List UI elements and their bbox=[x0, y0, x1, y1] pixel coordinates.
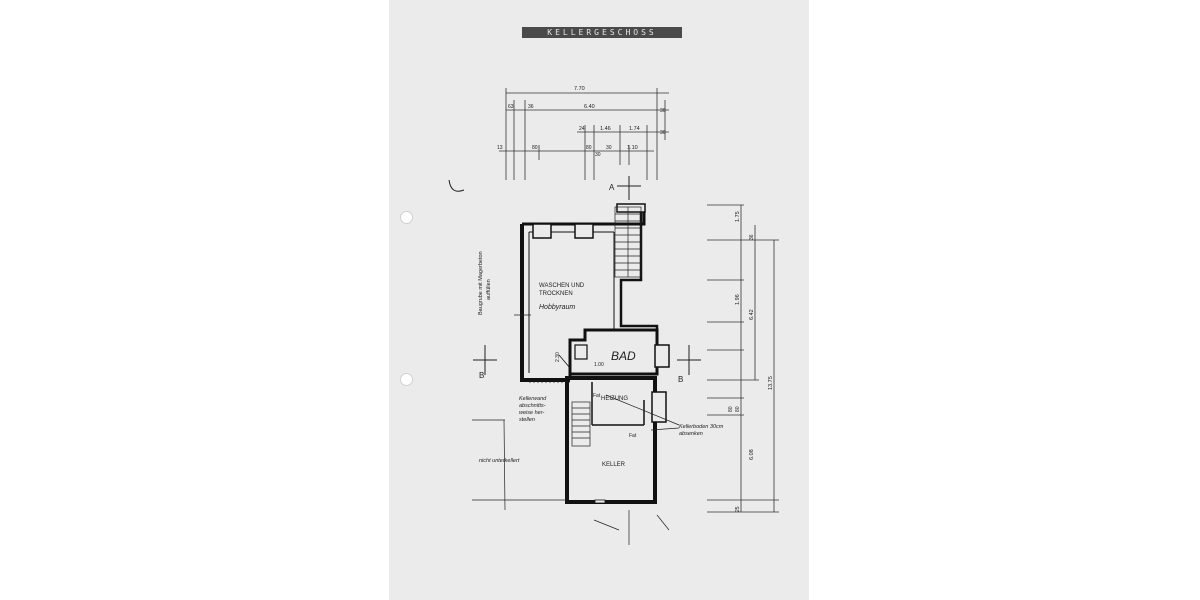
dim-top-30c: 30 bbox=[606, 145, 612, 151]
note-kellerboden-2: absenken bbox=[679, 431, 703, 437]
lower-stair bbox=[571, 401, 591, 447]
floor-plan-drawing: WASCHEN UND TROCKNEN Hobbyraum BAD HEIZU… bbox=[448, 86, 779, 545]
right-dimension-lines bbox=[707, 204, 779, 513]
note-kellerwand-4: stellen bbox=[519, 417, 535, 423]
dim-top-36: 36 bbox=[528, 104, 534, 110]
dim-top-30d: 30 bbox=[595, 152, 601, 158]
note-baugrube-1: Baugrube mit Magerbeton bbox=[478, 251, 484, 315]
dim-right-13-75: 13.75 bbox=[768, 376, 774, 390]
top-dimension-lines bbox=[499, 88, 669, 180]
dim-right-1-75: 1.75 bbox=[735, 211, 741, 222]
dim-inner-2-30: 2.30 bbox=[555, 352, 561, 362]
section-marks bbox=[448, 176, 701, 375]
room-label-waschen: WASCHEN UND bbox=[539, 283, 585, 289]
dim-top-80b: 80 bbox=[586, 145, 592, 151]
dim-right-1-96: 1.96 bbox=[735, 294, 741, 305]
dim-top-80a: 80 bbox=[532, 145, 538, 151]
room-label-heizung: HEIZUNG bbox=[601, 396, 628, 402]
page-title: KELLERGESCHOSS bbox=[547, 28, 657, 37]
note-kellerboden-1: Kellerboden 30cm bbox=[679, 424, 724, 430]
dim-right-6-42: 6.42 bbox=[749, 309, 755, 320]
punch-hole-bottom bbox=[400, 373, 413, 386]
section-a-label: A bbox=[609, 183, 615, 192]
dim-top-30a: 30 bbox=[660, 108, 666, 114]
note-nicht-unterkellert: nicht unterkellert bbox=[479, 458, 520, 464]
window-niches bbox=[532, 203, 646, 239]
section-b-left-label: B bbox=[479, 371, 484, 380]
dim-top-1-46: 1.46 bbox=[600, 126, 611, 132]
note-fat-1: Fat bbox=[593, 393, 601, 399]
lower-walls bbox=[565, 376, 667, 504]
dim-top-1-74: 1.74 bbox=[629, 126, 640, 132]
bath-walls bbox=[558, 328, 670, 380]
room-label-keller: KELLER bbox=[602, 462, 626, 468]
dim-top-24: 24 bbox=[579, 126, 585, 132]
dim-top-63: 63 bbox=[508, 104, 514, 110]
title-banner: KELLERGESCHOSS bbox=[522, 27, 682, 38]
note-kellerwand-2: abschnitts- bbox=[519, 403, 546, 409]
upper-stair bbox=[614, 206, 642, 278]
note-baugrube-2: auffüllen bbox=[486, 279, 492, 300]
dim-top-total: 7.70 bbox=[574, 86, 585, 92]
dim-right-36: 36 bbox=[749, 234, 755, 240]
note-kellerwand-3: weise her- bbox=[519, 410, 544, 416]
room-label-hobby: Hobbyraum bbox=[539, 304, 575, 311]
dim-top-30b: 30 bbox=[660, 130, 666, 136]
dim-right-25: 25 bbox=[735, 506, 741, 512]
dim-top-6-40: 6.40 bbox=[584, 104, 595, 110]
dim-right-6-08: 6.08 bbox=[749, 449, 755, 460]
dim-right-80b: 80 bbox=[735, 406, 741, 412]
note-fat-2: Fat bbox=[629, 433, 637, 439]
dim-top-1-10: 1.10 bbox=[627, 145, 638, 151]
dim-inner-1-00: 1.00 bbox=[594, 362, 604, 368]
dim-right-80a: 80 bbox=[728, 406, 734, 412]
room-label-trocknen-text: TROCKNEN bbox=[539, 291, 573, 297]
section-b-right-label: B bbox=[678, 375, 683, 384]
dim-top-13: 13 bbox=[497, 145, 503, 151]
plan-sheet: KELLERGESCHOSS bbox=[389, 0, 809, 600]
leader-lines bbox=[472, 314, 680, 545]
note-kellerwand-1: Kellerwand bbox=[519, 396, 547, 402]
room-label-bad: BAD bbox=[611, 349, 636, 363]
punch-hole-top bbox=[400, 211, 413, 224]
